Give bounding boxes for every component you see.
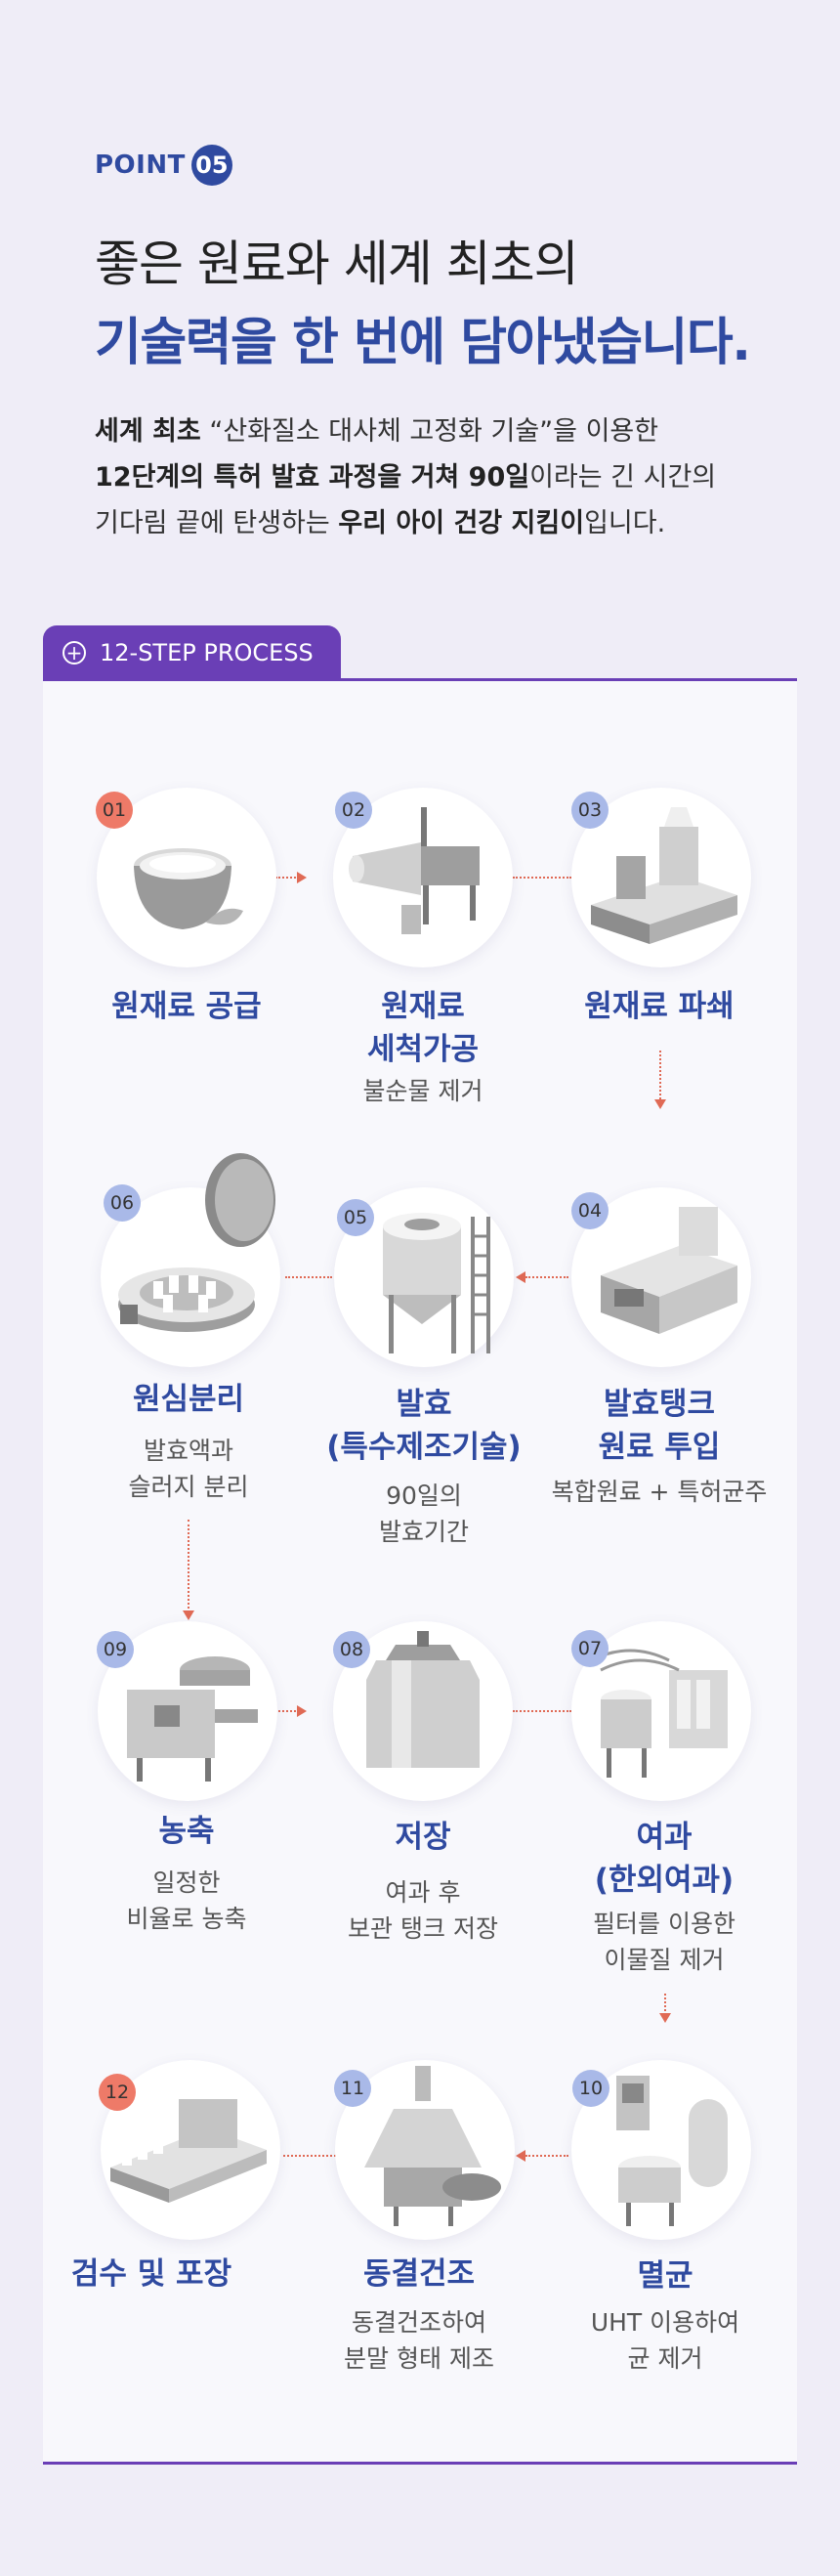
step-02-title: 원재료 세척가공 bbox=[366, 989, 480, 1067]
connector-09-08 bbox=[275, 1710, 299, 1712]
connector-03-04 bbox=[659, 1051, 661, 1099]
step-12-circle bbox=[101, 2060, 280, 2240]
arrow-03-04 bbox=[654, 1099, 666, 1109]
title-line-1: 좋은 원료와 세계 최초의 bbox=[95, 236, 579, 292]
connector-08-07 bbox=[513, 1710, 571, 1712]
point-number-badge: 05 bbox=[190, 145, 232, 186]
centrifuge-icon bbox=[118, 1267, 255, 1332]
centrifuge-lid-icon bbox=[191, 1146, 289, 1254]
step-12-badge: 12 bbox=[99, 2074, 136, 2111]
step-11-badge: 11 bbox=[334, 2070, 371, 2107]
plus-circle-icon: + bbox=[63, 641, 86, 665]
step-06-circle bbox=[101, 1187, 280, 1367]
step-04-desc: 복합원료 + 특허균주 bbox=[551, 1478, 768, 1506]
point-heading: POINT 05 bbox=[95, 145, 232, 186]
raw-material-bowl-icon bbox=[134, 848, 243, 929]
description-line-3: 기다림 끝에 탄생하는 우리 아이 건강 지킴이입니다. bbox=[95, 508, 666, 538]
arrow-01-02 bbox=[297, 872, 307, 883]
arrow-10-11 bbox=[516, 2150, 525, 2162]
step-03-title: 원재료 파쇄 bbox=[584, 989, 735, 1024]
step-10-desc: UHT 이용하여 균 제거 bbox=[590, 2308, 740, 2373]
crusher-machine-icon bbox=[591, 807, 737, 944]
step-05-badge: 05 bbox=[337, 1199, 374, 1236]
step-07-badge: 07 bbox=[571, 1630, 609, 1667]
fermentation-feeder-icon bbox=[601, 1207, 737, 1334]
arrow-06-09 bbox=[183, 1610, 194, 1620]
step-07-title: 여과 (한외여과) bbox=[594, 1820, 735, 1898]
step-10-badge: 10 bbox=[572, 2070, 609, 2107]
step-11-title: 동결건조 bbox=[362, 2256, 476, 2292]
storage-tank-icon bbox=[366, 1631, 480, 1768]
step-01-circle bbox=[97, 788, 276, 967]
step-08-badge: 08 bbox=[333, 1631, 370, 1668]
step-06-desc: 발효액과 슬러지 분리 bbox=[128, 1437, 249, 1501]
step-12-title: 검수 및 포장 bbox=[70, 2256, 232, 2292]
arrow-04-05 bbox=[516, 1271, 525, 1283]
step-05-desc: 90일의 발효기간 bbox=[378, 1481, 469, 1546]
step-06-title: 원심분리 bbox=[132, 1382, 245, 1417]
connector-04-05 bbox=[525, 1276, 568, 1278]
arrow-07-10 bbox=[659, 2013, 671, 2023]
step-03-badge: 03 bbox=[571, 792, 609, 829]
concentrator-icon bbox=[127, 1656, 258, 1782]
step-09-desc: 일정한 비율로 농축 bbox=[126, 1868, 247, 1933]
connector-10-11 bbox=[525, 2155, 568, 2157]
step-01-badge: 01 bbox=[96, 792, 133, 829]
connector-05-06 bbox=[285, 1276, 332, 1278]
arrow-09-08 bbox=[297, 1705, 307, 1717]
description-line-1: 세계 최초 “산화질소 대사체 고정화 기술”을 이용한 bbox=[95, 416, 659, 447]
filtration-system-icon bbox=[590, 1649, 728, 1778]
step-11-desc: 동결건조하여 분말 형태 제조 bbox=[344, 2308, 494, 2373]
process-tab: + 12-STEP PROCESS bbox=[43, 625, 341, 680]
connector-02-03 bbox=[513, 877, 571, 879]
fermentation-tank-icon bbox=[383, 1213, 490, 1353]
description: 세계 최초 “산화질소 대사체 고정화 기술”을 이용한 12단계의 특허 발효… bbox=[95, 408, 716, 546]
step-05-title: 발효 (특수제조기술) bbox=[326, 1387, 522, 1465]
step-08-title: 저장 bbox=[395, 1820, 451, 1855]
sterilizer-icon bbox=[616, 2076, 728, 2226]
process-tab-label: 12-STEP PROCESS bbox=[100, 639, 314, 666]
step-02-badge: 02 bbox=[335, 792, 372, 829]
point-label: POINT bbox=[95, 150, 186, 180]
step-10-title: 멸균 bbox=[637, 2258, 693, 2294]
step-02-desc: 불순물 제거 bbox=[362, 1077, 483, 1105]
packaging-line-icon bbox=[110, 2099, 267, 2203]
step-09-title: 농축 bbox=[158, 1814, 215, 1849]
step-04-circle bbox=[571, 1187, 751, 1367]
connector-01-02 bbox=[275, 877, 299, 879]
step-08-desc: 여과 후 보관 탱크 저장 bbox=[348, 1878, 498, 1943]
description-line-2: 12단계의 특허 발효 과정을 거쳐 90일이라는 긴 시간의 bbox=[95, 462, 717, 493]
step-07-desc: 필터를 이용한 이물질 제거 bbox=[593, 1910, 735, 1974]
step-04-badge: 04 bbox=[571, 1192, 609, 1229]
title-line-2: 기술력을 한 번에 담아냈습니다. bbox=[95, 314, 751, 372]
freeze-dryer-icon bbox=[364, 2066, 501, 2226]
step-01-title: 원재료 공급 bbox=[111, 989, 262, 1024]
step-09-badge: 09 bbox=[97, 1631, 134, 1668]
connector-07-10 bbox=[664, 1994, 666, 2015]
washing-machine-icon bbox=[349, 807, 480, 934]
step-04-title: 발효탱크 원료 투입 bbox=[598, 1387, 721, 1465]
connector-06-09 bbox=[188, 1520, 189, 1612]
step-06-badge: 06 bbox=[104, 1184, 141, 1222]
connector-11-12 bbox=[283, 2155, 336, 2157]
